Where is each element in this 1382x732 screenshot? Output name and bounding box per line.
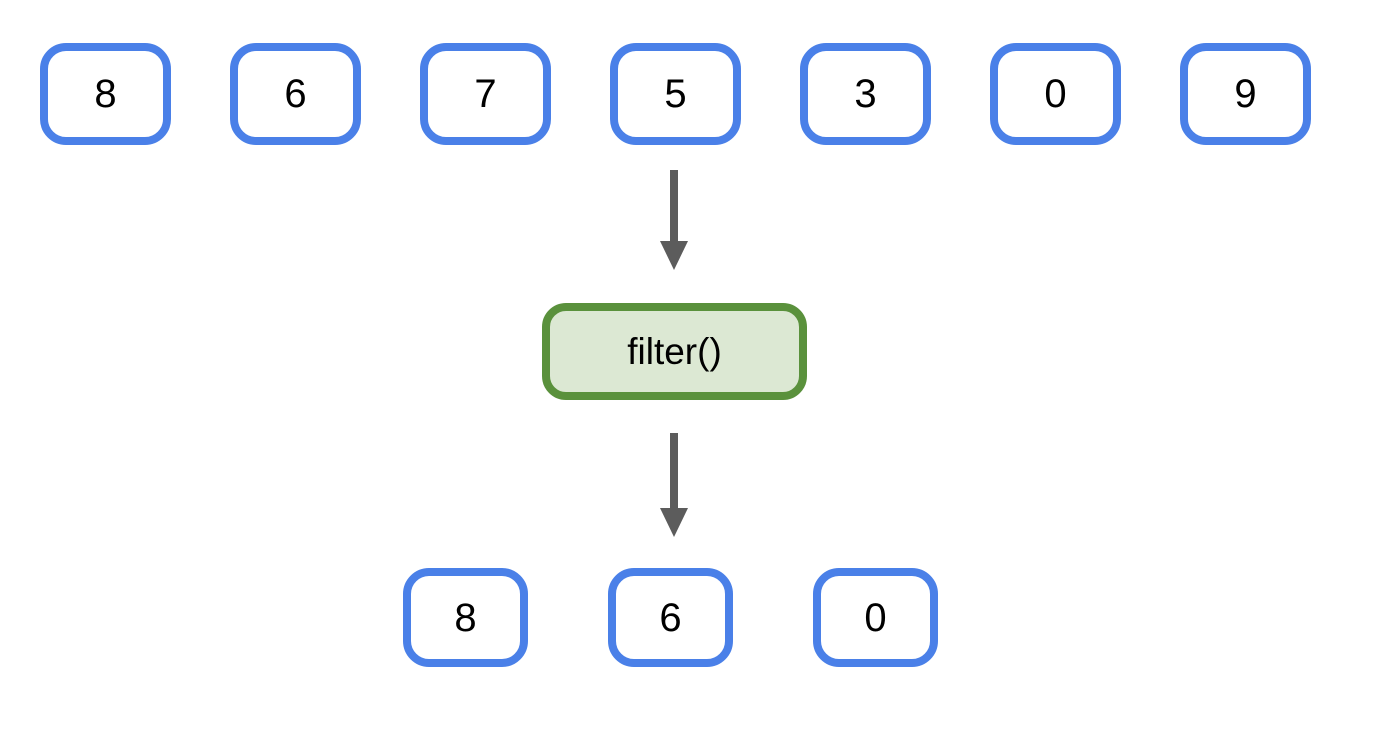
down-arrow-icon bbox=[660, 170, 688, 270]
output-value-box: 6 bbox=[608, 568, 733, 667]
input-value-box: 5 bbox=[610, 43, 741, 145]
input-value-box: 0 bbox=[990, 43, 1121, 145]
output-value-box: 8 bbox=[403, 568, 528, 667]
input-value-box: 9 bbox=[1180, 43, 1311, 145]
output-value: 6 bbox=[659, 595, 682, 640]
input-value-box: 8 bbox=[40, 43, 171, 145]
input-value: 3 bbox=[854, 72, 877, 116]
arrow-shaft bbox=[670, 433, 678, 509]
input-value: 0 bbox=[1044, 72, 1067, 116]
arrow-head bbox=[660, 241, 688, 270]
arrow-head bbox=[660, 508, 688, 537]
output-value-box: 0 bbox=[813, 568, 938, 667]
input-value-box: 3 bbox=[800, 43, 931, 145]
input-value: 9 bbox=[1234, 72, 1257, 116]
arrow-shaft bbox=[670, 170, 678, 242]
output-value: 8 bbox=[454, 595, 477, 640]
input-value-box: 7 bbox=[420, 43, 551, 145]
output-list: 8 6 0 bbox=[403, 568, 938, 667]
input-value: 6 bbox=[284, 72, 307, 116]
input-list: 8 6 7 5 3 0 9 bbox=[40, 43, 1311, 145]
filter-function-box: filter() bbox=[542, 303, 807, 400]
input-value: 8 bbox=[94, 72, 117, 116]
output-value: 0 bbox=[864, 595, 887, 640]
down-arrow-icon bbox=[660, 433, 688, 537]
filter-function-label: filter() bbox=[627, 331, 722, 372]
input-value-box: 6 bbox=[230, 43, 361, 145]
input-value: 7 bbox=[474, 72, 497, 116]
input-value: 5 bbox=[664, 72, 687, 116]
